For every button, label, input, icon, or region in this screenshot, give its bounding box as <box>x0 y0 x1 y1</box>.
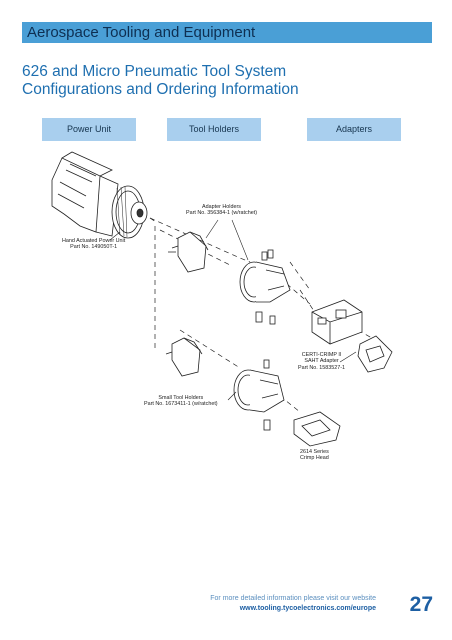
section-header: Aerospace Tooling and Equipment <box>22 22 432 43</box>
heading-line-1: 626 and Micro Pneumatic Tool System <box>22 63 287 80</box>
footer-url-link[interactable]: www.tooling.tycoelectronics.com/europe <box>239 605 376 612</box>
crimp-head-drawing <box>293 411 341 447</box>
lower-ratchet-holder-drawing <box>233 359 285 431</box>
footer-line: For more detailed information please vis… <box>210 595 376 602</box>
lower-tool-holder-drawing <box>165 337 203 377</box>
section-title: Aerospace Tooling and Equipment <box>27 24 256 41</box>
certi-crimp-adapter-drawing <box>311 299 393 373</box>
category-adapters: Adapters <box>307 118 401 141</box>
heading-line-2: Configurations and Ordering Information <box>22 81 299 98</box>
page-number: 27 <box>409 593 433 616</box>
footer-info: For more detailed information please vis… <box>190 594 376 614</box>
upper-ratchet-holder-drawing <box>239 249 291 325</box>
label-adapter-holders: Adapter Holders Part No. 356384-1 (w/rat… <box>186 204 258 217</box>
label-crimp-head: 2614 Series Crimp Head <box>300 449 329 462</box>
category-power-unit: Power Unit <box>42 118 136 141</box>
page-heading: 626 and Micro Pneumatic Tool System Conf… <box>22 63 432 99</box>
category-tool-holders: Tool Holders <box>167 118 261 141</box>
label-small-tool-holders: Small Tool Holders Part No. 1673411-1 (w… <box>144 395 218 408</box>
power-unit-drawing <box>51 151 148 239</box>
label-power-unit: Hand Actuated Power Unit Part No. 149050… <box>62 238 126 251</box>
label-certi-crimp-adapter: CERTI-CRIMP II SAHT Adapter Part No. 158… <box>298 352 346 371</box>
upper-tool-holder-drawing <box>168 231 209 273</box>
